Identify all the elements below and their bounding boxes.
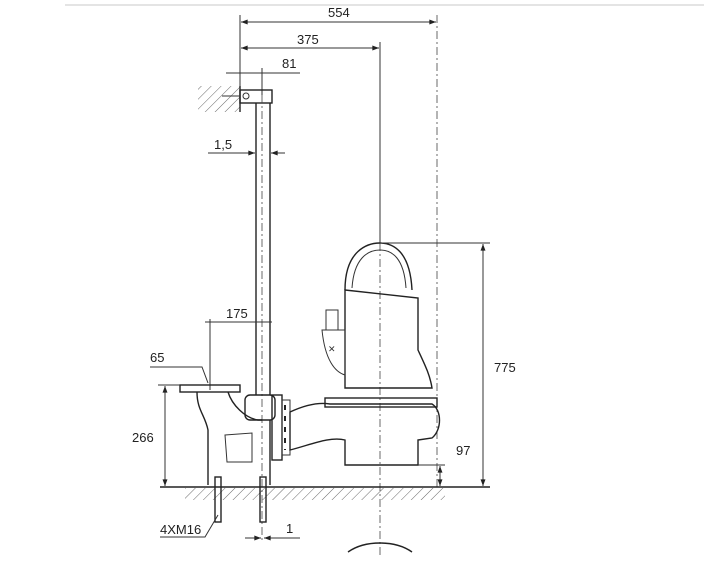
dim-554: 554 [239,5,438,490]
svg-text:65: 65 [150,350,164,365]
discharge-base [179,384,291,485]
partial-arc [347,542,413,553]
logo: ✕ [328,344,336,354]
dim-label: 375 [297,32,319,47]
motor-housing [344,289,433,389]
dim-1: 1 [245,521,300,541]
dim-label: 554 [328,5,350,20]
dim-375: 375 [241,32,381,558]
dim-97: 97 [418,443,470,487]
wall-hatch [198,86,240,112]
dim-775: 775 [380,242,516,487]
cable-entry [325,309,339,331]
anchor-bolts [214,476,267,523]
svg-text:97: 97 [456,443,470,458]
dim-4xm16: 4XM16 [160,514,219,538]
floor [160,486,490,500]
dim-266: 266 [132,384,180,487]
svg-text:81: 81 [282,56,296,71]
dim-1-5: 1,5 [208,137,285,156]
dim-175: 175 [205,306,272,390]
svg-text:775: 775 [494,360,516,375]
svg-text:175: 175 [226,306,248,321]
dim-81: 81 [226,56,300,95]
svg-text:1: 1 [286,521,293,536]
dim-65: 65 [150,350,209,384]
svg-text:4XM16: 4XM16 [160,522,201,537]
svg-text:266: 266 [132,430,154,445]
volute [289,402,441,466]
svg-text:1,5: 1,5 [214,137,232,152]
guide-rails [255,95,271,540]
pump: ✕ [289,242,441,466]
